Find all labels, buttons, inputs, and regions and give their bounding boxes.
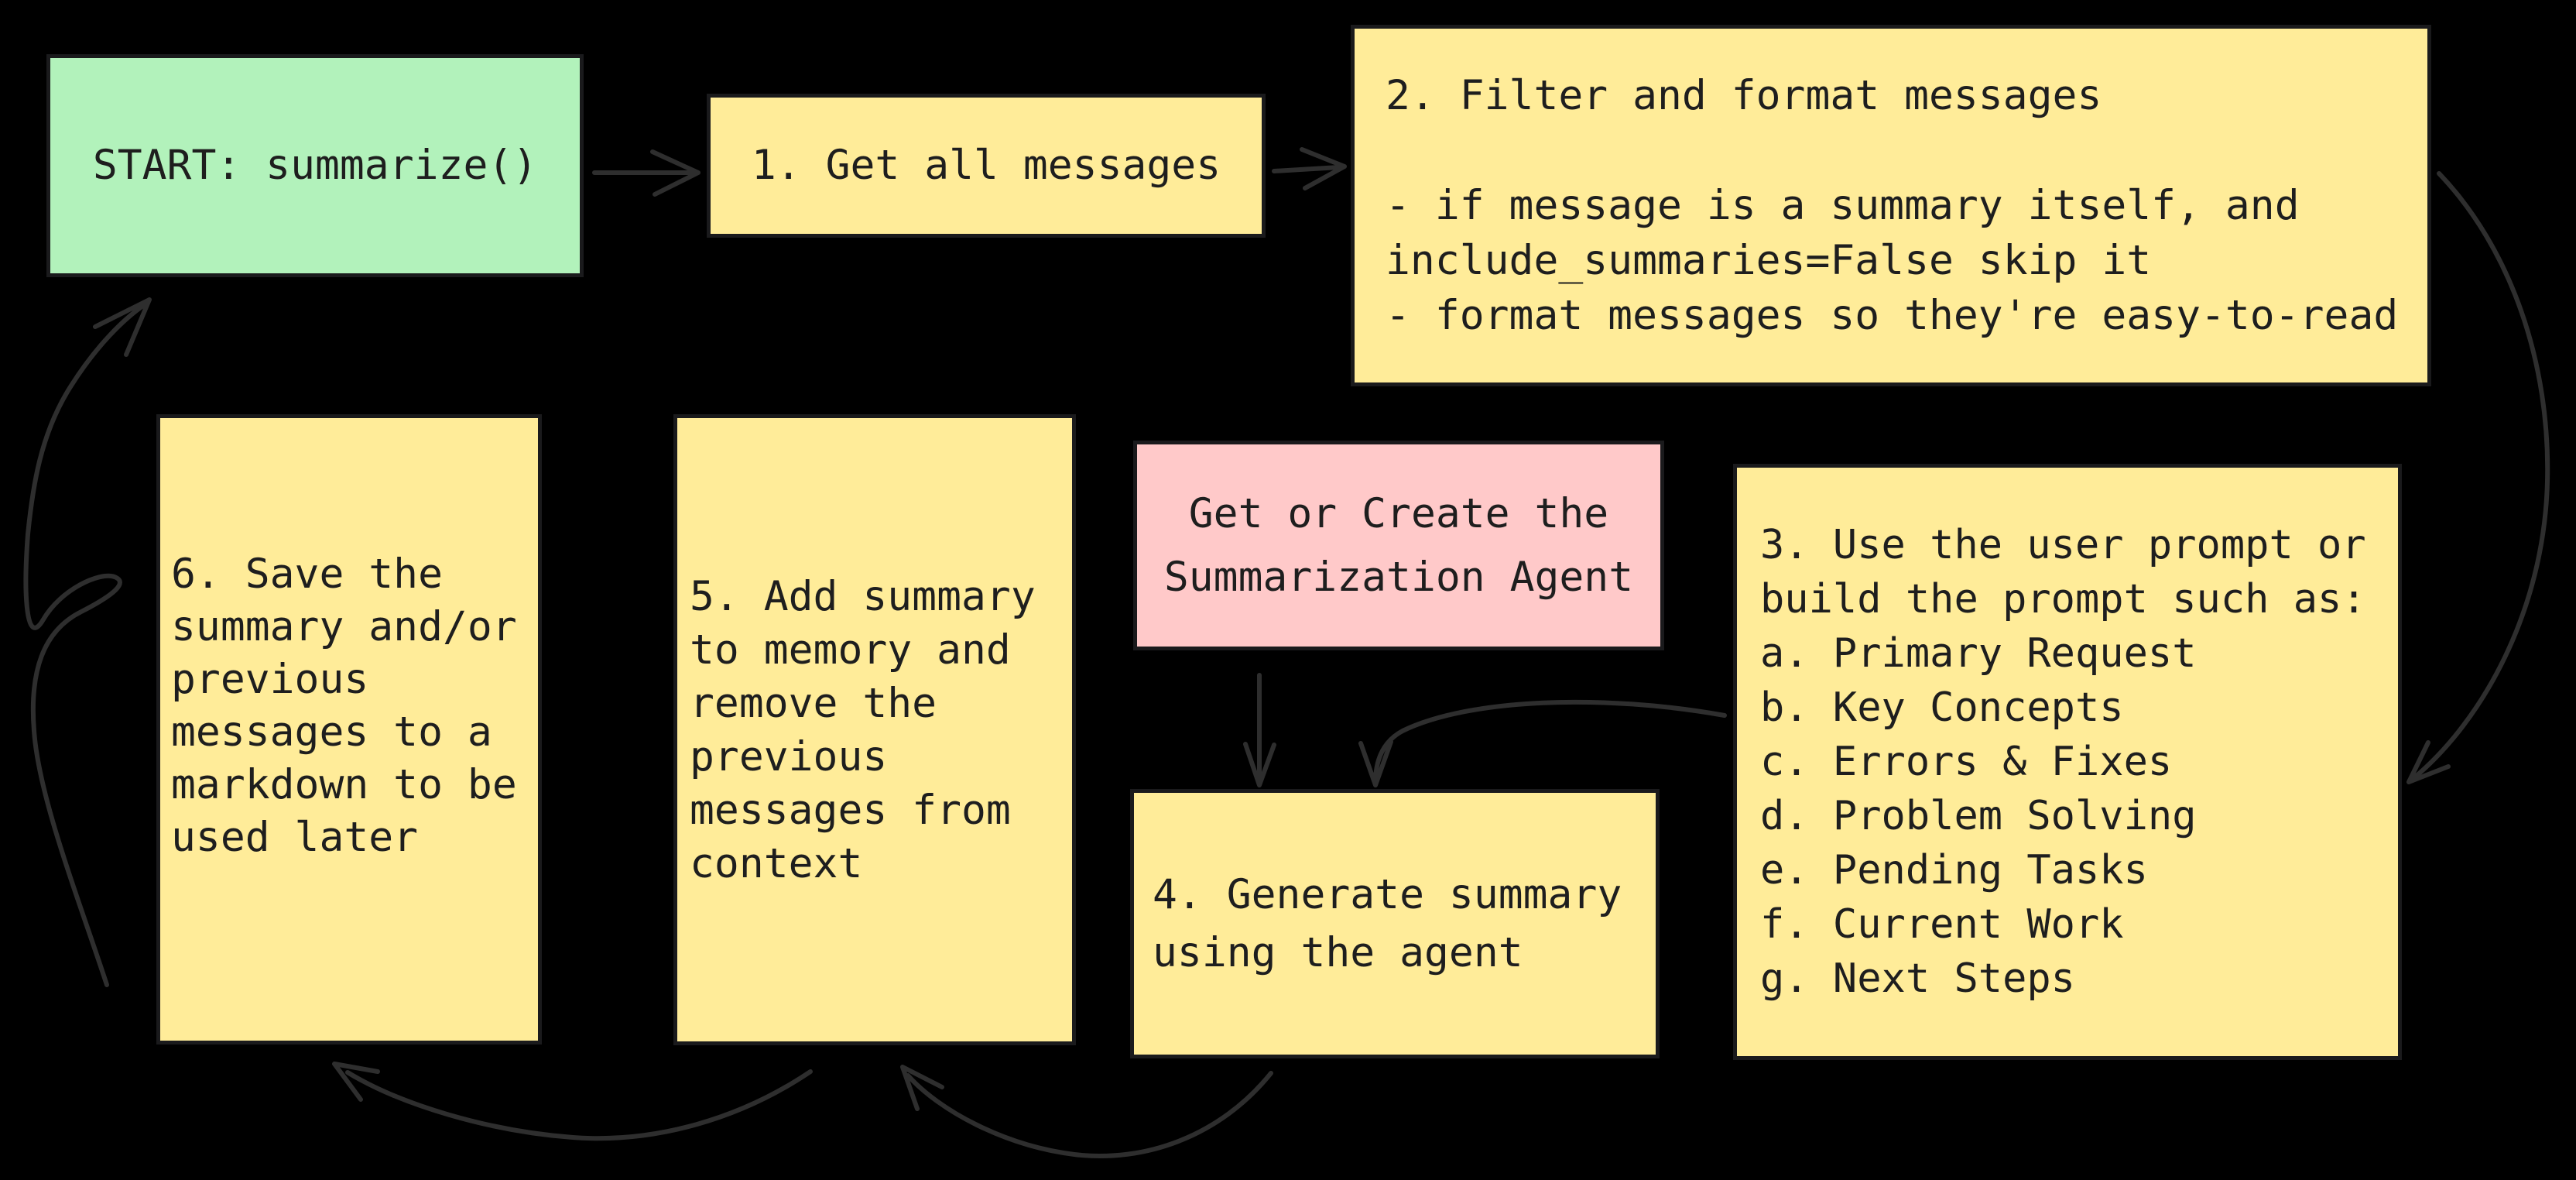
node-step6-label: 6. Save the summary and/or previous mess… xyxy=(171,551,517,861)
node-step1: 1. Get all messages xyxy=(707,94,1266,238)
edge-start-step1 xyxy=(592,149,701,197)
edge-step5-step6 xyxy=(332,1062,813,1141)
node-agent: Get or Create the Summarization Agent xyxy=(1133,441,1664,650)
node-start-label: START: summarize() xyxy=(92,142,538,189)
node-start: START: summarize() xyxy=(46,54,584,277)
node-step5: 5. Add summary to memory and remove the … xyxy=(673,414,1076,1045)
node-step4-label: 4. Generate summary using the agent xyxy=(1153,871,1622,976)
node-agent-label: Get or Create the Summarization Agent xyxy=(1163,489,1634,601)
edge-step4-step5 xyxy=(900,1065,1273,1158)
node-step2-label: 2. Filter and format messages - if messa… xyxy=(1386,72,2399,339)
node-step2: 2. Filter and format messages - if messa… xyxy=(1351,25,2431,386)
node-step3-label: 3. Use the user prompt or build the prom… xyxy=(1760,522,2366,1002)
edge-step1-step2 xyxy=(1272,147,1347,190)
node-step5-label: 5. Add summary to memory and remove the … xyxy=(690,572,1036,887)
edge-agent-step4 xyxy=(1243,673,1276,787)
edge-step6-start xyxy=(23,297,152,987)
node-step1-label: 1. Get all messages xyxy=(751,142,1221,189)
node-step4: 4. Generate summary using the agent xyxy=(1130,789,1660,1058)
node-step3: 3. Use the user prompt or build the prom… xyxy=(1733,464,2402,1060)
node-step6: 6. Save the summary and/or previous mess… xyxy=(156,414,542,1045)
edge-step3-step4 xyxy=(1358,699,1727,787)
